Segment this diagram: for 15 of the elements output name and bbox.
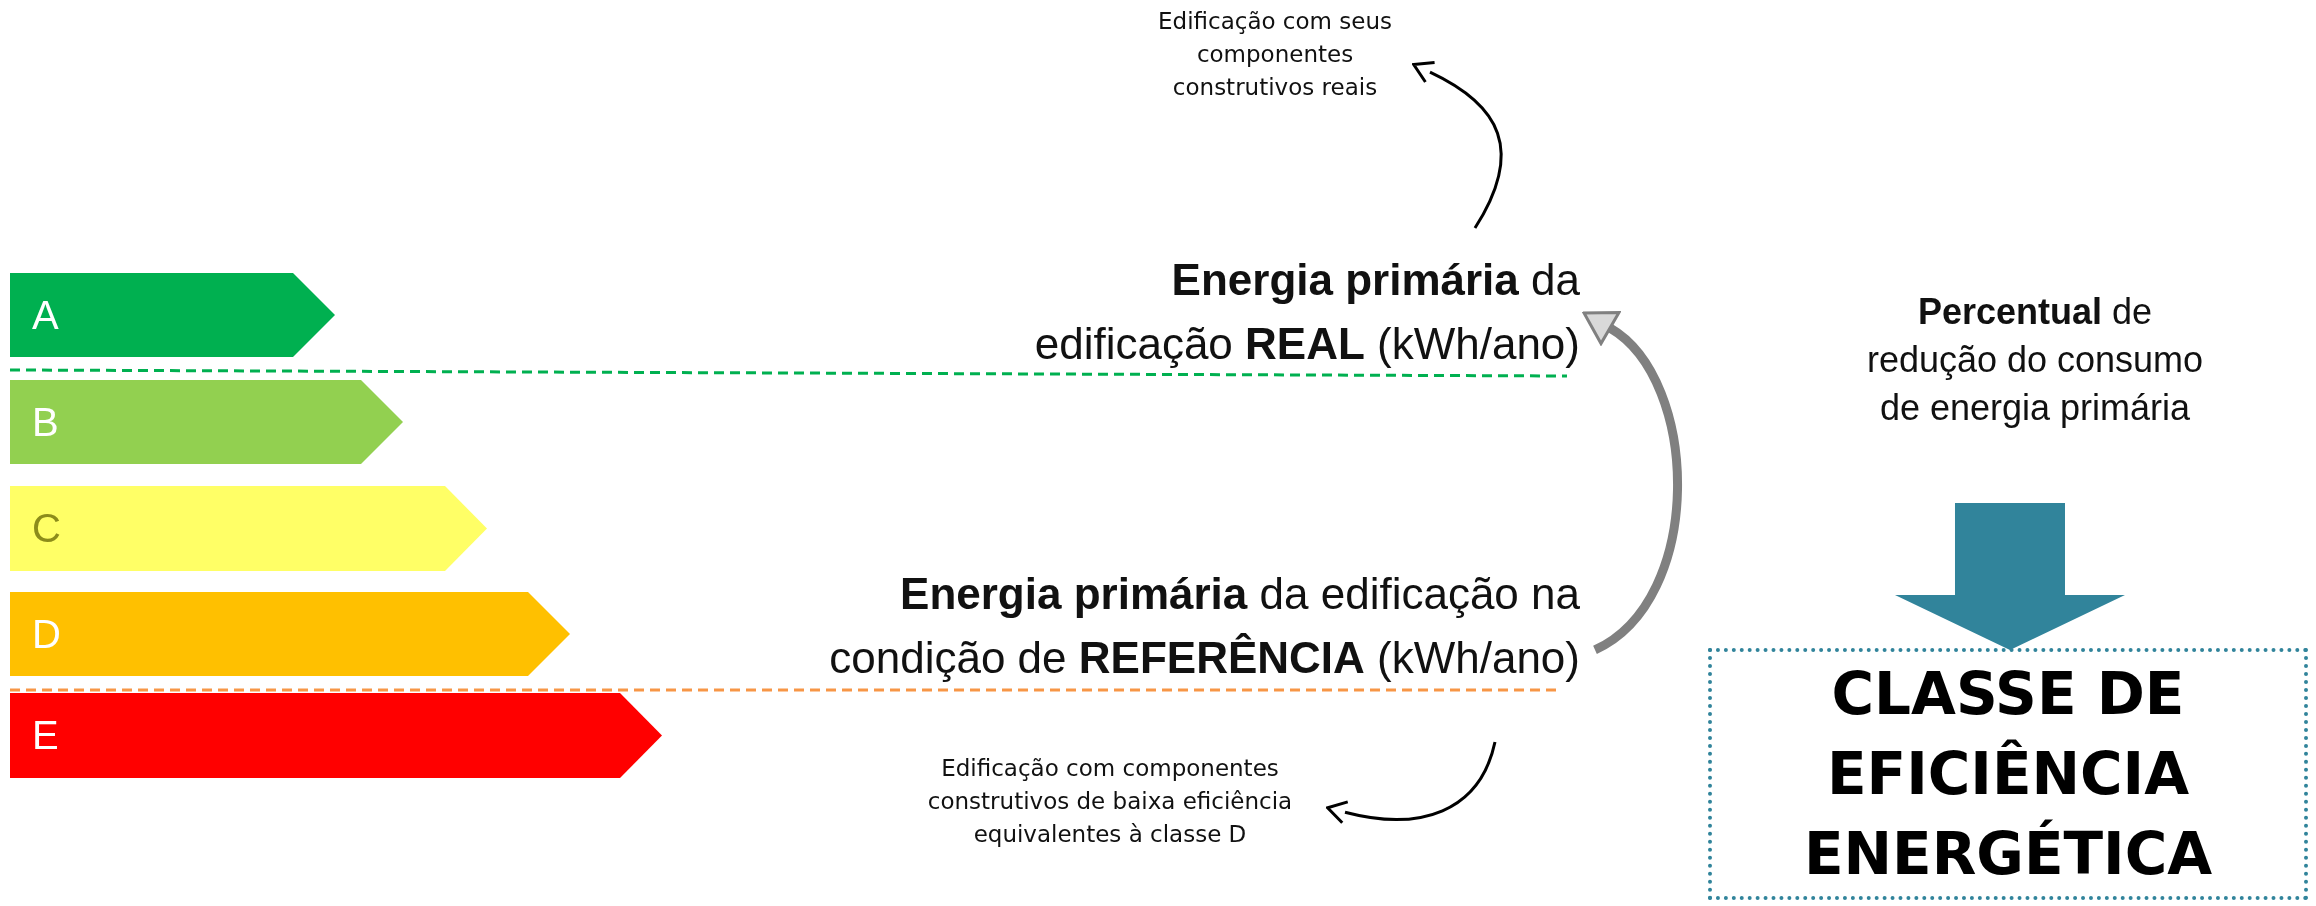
energy-class-bar: D — [10, 592, 570, 676]
block-arrow — [1895, 503, 2125, 650]
note-text: Edificação com seus componentes construtivos reais — [1130, 5, 1420, 110]
energy-class-bar: C — [10, 486, 487, 571]
arrow — [1325, 741, 1497, 825]
arrow — [1412, 61, 1503, 229]
result-box: CLASSE DE EFICIÊNCIA ENERGÉTICA — [1708, 648, 2308, 900]
energy-class-bar: E — [10, 693, 662, 778]
energy-class-bar: B — [10, 380, 403, 464]
text-label: Energia primária da edificação REAL (kWh/ano) — [975, 248, 1580, 376]
text-label: Percentual de redução do consumo de energia primária — [1830, 288, 2240, 438]
note-text: Edificação com componentes construtivos de baixa eficiência equivalentes à classe D — [880, 752, 1340, 856]
text-label: Energia primária da edificação na condição de REFERÊNCIA (kWh/ano) — [700, 562, 1580, 692]
dashed-line — [10, 368, 1567, 378]
energy-class-bar: A — [10, 273, 335, 357]
